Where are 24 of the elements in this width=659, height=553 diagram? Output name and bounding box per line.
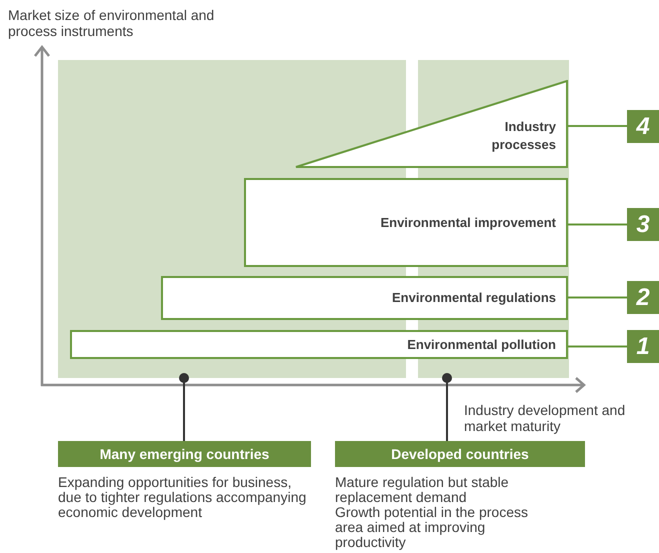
description-text: Growth potential in the process area aimed at improving productivity: [335, 505, 529, 550]
level-bar: [70, 330, 568, 359]
description-text: Mature regulation but stable replacement demand: [335, 475, 510, 505]
description-text: Expanding opportunities for business, due to tighter regulations accompanying economic development: [58, 475, 308, 520]
connector-line: [568, 224, 627, 226]
bar-label: Environmental pollution: [407, 336, 556, 354]
level-bar: [161, 276, 568, 320]
category-label: Developed countries: [335, 441, 585, 467]
leader-line: [179, 373, 189, 441]
number-badge: 1: [627, 330, 659, 363]
connector-line: [568, 346, 627, 348]
leader-line: [442, 373, 452, 441]
axis-label: Industry development and market maturity: [464, 402, 626, 434]
category-label: Many emerging countries: [58, 441, 311, 467]
axis-label: Market size of environmental and process instruments: [8, 7, 216, 39]
number-badge: 4: [627, 110, 659, 143]
number-badge: 3: [627, 208, 659, 241]
number-badge: 2: [627, 281, 659, 314]
connector-line: [568, 296, 627, 298]
level-bar: [244, 178, 568, 267]
connector-line: [568, 125, 627, 127]
bar-label: Environmental improvement: [380, 214, 556, 232]
bar-label: Environmental regulations: [392, 289, 556, 308]
bar-label: Industry processes: [490, 118, 556, 154]
